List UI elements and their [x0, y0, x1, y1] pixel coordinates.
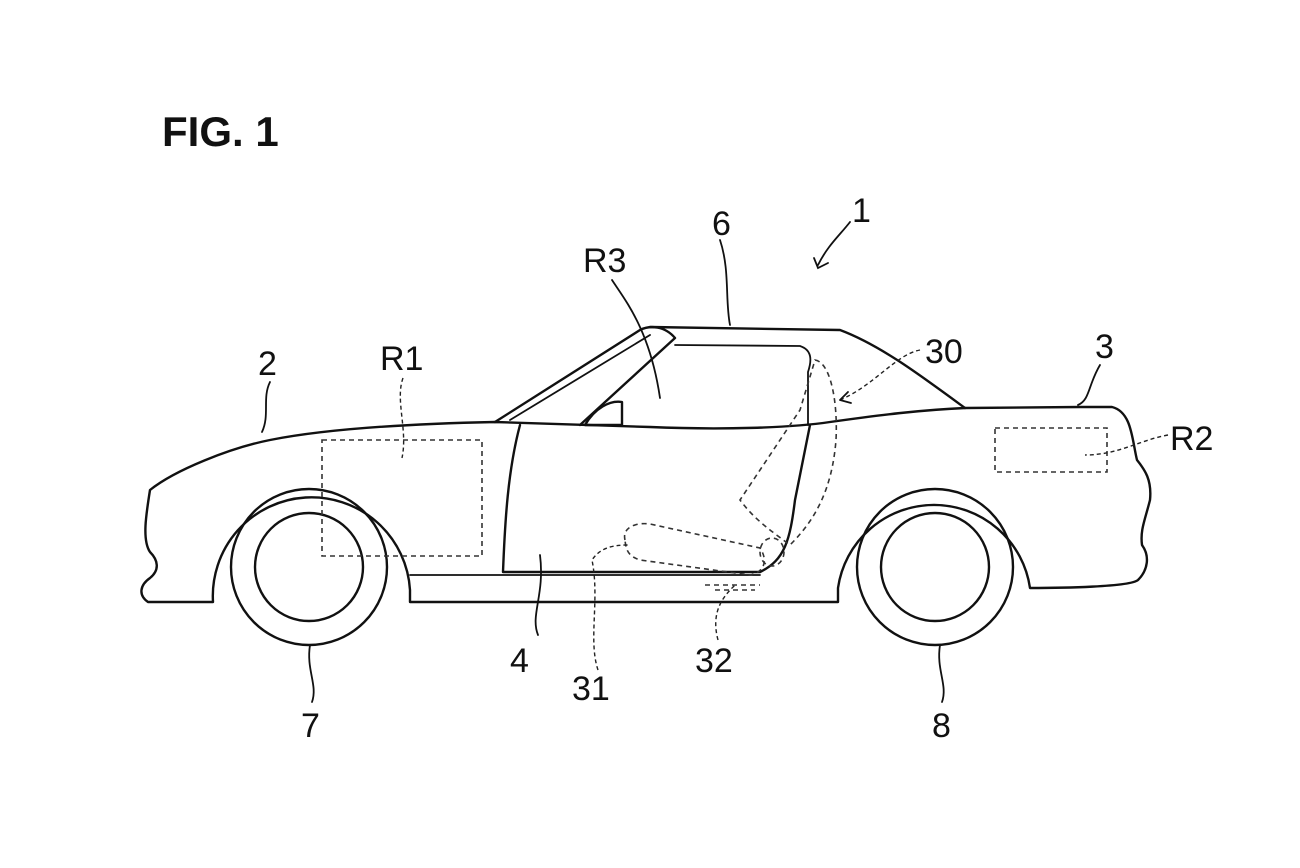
leader-30: [839, 349, 921, 401]
leader-2: [261, 381, 271, 433]
label-7: 7: [301, 707, 320, 745]
label-8: 8: [932, 707, 951, 745]
leader-7: [308, 644, 315, 703]
label-30: 30: [925, 333, 963, 371]
label-r3: R3: [583, 242, 626, 280]
region-r1: [321, 439, 483, 557]
leader-r2: [1084, 434, 1169, 456]
leader-32: [715, 584, 736, 641]
label-4: 4: [510, 642, 529, 680]
front-wheel-rim: [253, 511, 365, 623]
leader-r3: [611, 279, 661, 399]
label-31: 31: [572, 670, 610, 708]
windshield-frame: [493, 325, 677, 427]
leader-6: [719, 239, 731, 326]
region-r2: [994, 427, 1108, 473]
leader-3: [1077, 364, 1101, 406]
seat-frame-pivot: [759, 537, 785, 567]
label-3: 3: [1095, 328, 1114, 366]
front-wheel-tire: [229, 487, 389, 647]
seat-back: [739, 359, 838, 547]
label-r1: R1: [380, 340, 423, 378]
leader-r1: [399, 377, 405, 459]
arrow-1: [813, 257, 829, 270]
label-6: 6: [712, 205, 731, 243]
figure-title: FIG. 1: [162, 108, 279, 155]
leader-1: [817, 221, 851, 266]
seat-frame-base: [705, 584, 760, 591]
seat-cushion: [623, 522, 766, 576]
leader-8: [938, 644, 945, 703]
label-1: 1: [852, 192, 871, 230]
door-window-frame: [674, 344, 812, 426]
soft-top-roof: [648, 325, 967, 410]
label-32: 32: [695, 642, 733, 680]
rear-wheel-tire: [855, 487, 1015, 647]
door-outline: [501, 423, 812, 574]
label-2: 2: [258, 345, 277, 383]
vehicle-body-outline: [140, 405, 1152, 604]
leader-4: [534, 554, 542, 636]
arrow-30: [839, 391, 852, 404]
leader-31: [591, 544, 629, 671]
rear-wheel-rim: [879, 511, 991, 623]
label-r2: R2: [1170, 420, 1213, 458]
side-mirror: [583, 400, 624, 427]
windshield-inner: [509, 334, 651, 421]
